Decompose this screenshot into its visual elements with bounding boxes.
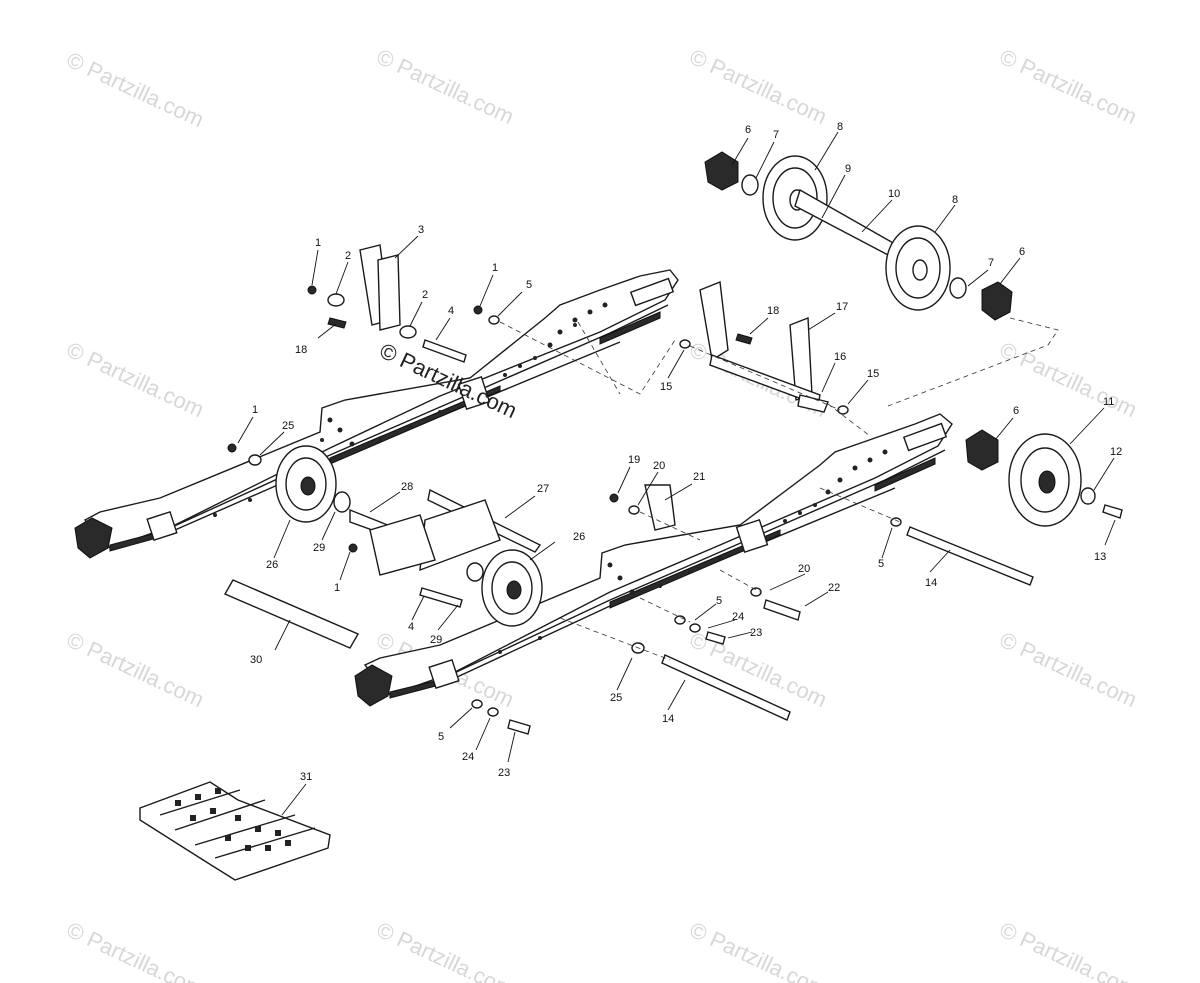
callout-22: 22 [828, 582, 840, 594]
callout-10: 10 [888, 188, 900, 200]
watermark: © Partzilla.com [63, 337, 208, 422]
callout-16: 16 [834, 351, 846, 363]
track-section [139, 781, 331, 881]
watermark: © Partzilla.com [686, 44, 831, 129]
leader-lines [237, 131, 1116, 816]
callout-5: 5 [438, 731, 444, 743]
guide-lines [499, 317, 1059, 661]
callout-4: 4 [408, 621, 414, 633]
shafts [224, 339, 1034, 721]
callout-25: 25 [610, 692, 622, 704]
callout-6: 6 [745, 124, 751, 136]
callout-13: 13 [1094, 551, 1106, 563]
center-arm-assembly [349, 488, 543, 627]
callout-9: 9 [845, 163, 851, 175]
callout-5: 5 [716, 595, 722, 607]
left-rail [74, 269, 679, 559]
callout-6: 6 [1013, 405, 1019, 417]
callout-14: 14 [925, 577, 937, 589]
callout-1: 1 [334, 582, 340, 594]
watermark: © Partzilla.com [63, 47, 208, 132]
callout-3: 3 [418, 224, 424, 236]
watermark: © Partzilla.com [373, 917, 518, 983]
hardware [227, 285, 902, 735]
callout-20: 20 [798, 563, 810, 575]
callout-1: 1 [492, 262, 498, 274]
callout-23: 23 [750, 627, 762, 639]
callout-26: 26 [573, 531, 585, 543]
callout-8: 8 [952, 194, 958, 206]
watermark: © Partzilla.com [373, 44, 518, 129]
callout-5: 5 [878, 558, 884, 570]
callout-23: 23 [498, 767, 510, 779]
left-wheel [275, 445, 351, 523]
callout-18: 18 [767, 305, 779, 317]
callout-29: 29 [430, 634, 442, 646]
link-arms [327, 244, 417, 339]
watermark: © Partzilla.com [996, 917, 1141, 983]
callout-labels: 1 2 3 18 2 4 1 5 6 7 8 9 10 8 7 6 18 17 … [250, 121, 1122, 783]
callout-1: 1 [315, 237, 321, 249]
rear-idler-wheel [965, 429, 1123, 527]
callout-6: 6 [1019, 246, 1025, 258]
watermark: © Partzilla.com [63, 627, 208, 712]
callout-25: 25 [282, 420, 294, 432]
front-idler-wheel-assembly [704, 151, 1013, 321]
callout-31: 31 [300, 771, 312, 783]
callout-11: 11 [1103, 396, 1114, 408]
callout-21: 21 [693, 471, 705, 483]
callout-18: 18 [295, 344, 307, 356]
callout-2: 2 [345, 250, 351, 262]
callout-26: 26 [266, 559, 278, 571]
callout-12: 12 [1110, 446, 1122, 458]
callout-1: 1 [252, 404, 258, 416]
callout-4: 4 [448, 305, 454, 317]
callout-15: 15 [867, 368, 879, 380]
callout-24: 24 [732, 611, 744, 623]
callout-8: 8 [837, 121, 843, 133]
callout-2: 2 [422, 289, 428, 301]
callout-17: 17 [836, 301, 848, 313]
watermark: © Partzilla.com [996, 627, 1141, 712]
callout-27: 27 [537, 483, 549, 495]
callout-7: 7 [773, 129, 779, 141]
torque-arm-bracket [699, 281, 829, 413]
callout-20: 20 [653, 460, 665, 472]
callout-24: 24 [462, 751, 474, 763]
callout-28: 28 [401, 481, 413, 493]
callout-19: 19 [628, 454, 640, 466]
watermark: © Partzilla.com [63, 917, 208, 983]
callout-15: 15 [660, 381, 672, 393]
watermark: © Partzilla.com [996, 44, 1141, 129]
callout-30: 30 [250, 654, 262, 666]
callout-7: 7 [988, 257, 994, 269]
watermark: © Partzilla.com [686, 917, 831, 983]
callout-29: 29 [313, 542, 325, 554]
callout-14: 14 [662, 713, 674, 725]
callout-5: 5 [526, 279, 532, 291]
